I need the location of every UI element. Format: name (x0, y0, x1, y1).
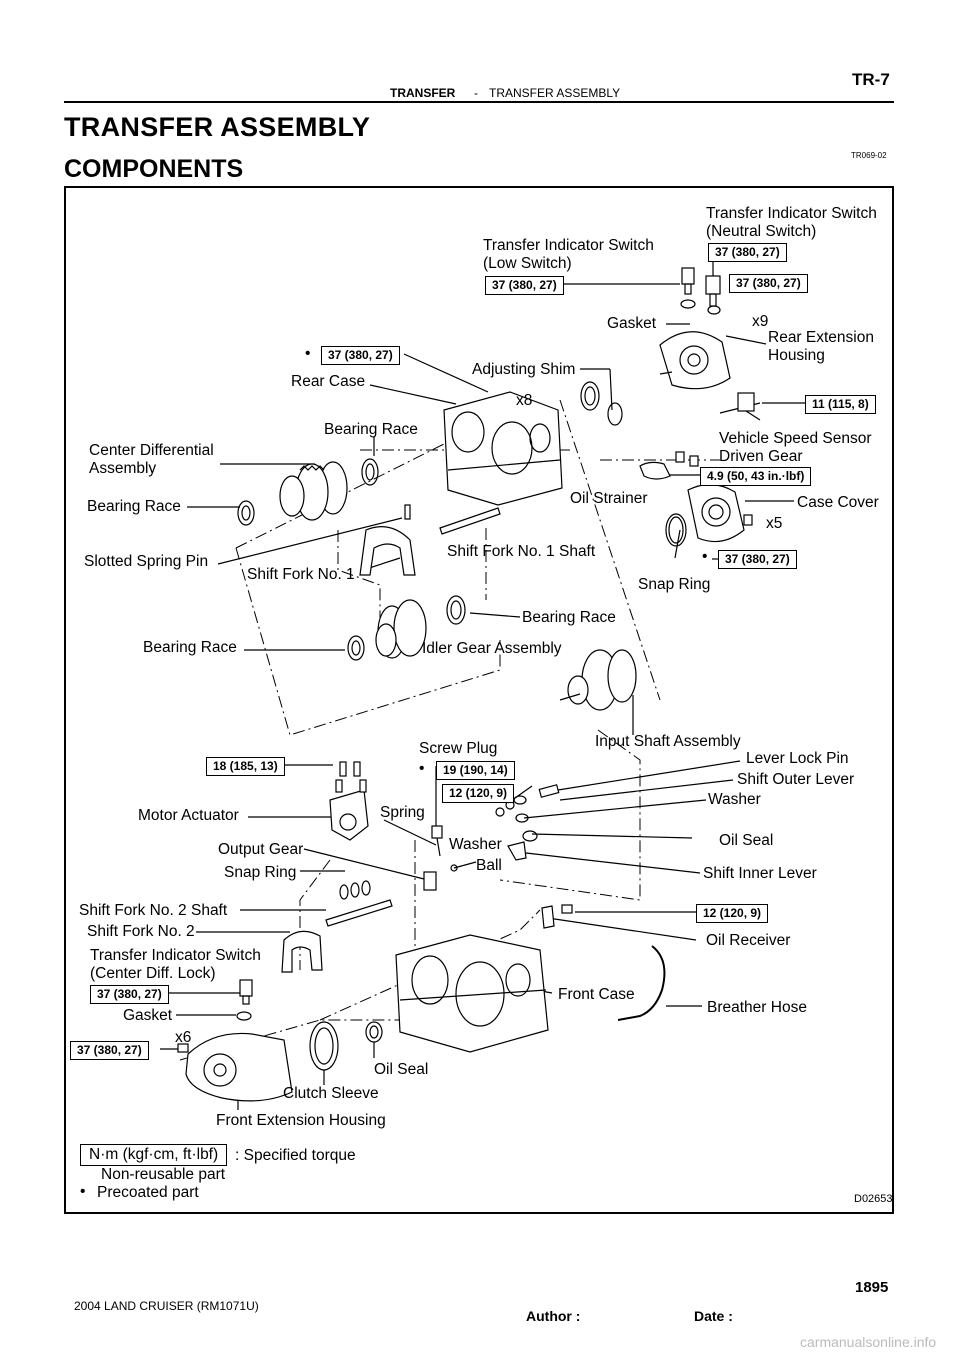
header-rule (64, 101, 894, 103)
label-ti-low-2: (Low Switch) (483, 255, 572, 272)
torque-front-ext: 37 (380, 27) (70, 1041, 149, 1060)
label-idler-gear: Idler Gear Assembly (422, 640, 562, 657)
label-x6: x6 (175, 1029, 192, 1046)
bullet-rear-case: • (305, 345, 311, 362)
label-rear-ext-2: Housing (768, 347, 825, 364)
label-ti-low-1: Transfer Indicator Switch (483, 237, 654, 254)
label-rear-ext-1: Rear Extension (768, 329, 874, 346)
label-vss-2: Driven Gear (719, 448, 803, 465)
label-spring: Spring (380, 804, 425, 821)
label-bearing-race-1: Bearing Race (324, 421, 418, 438)
label-clutch-sleeve: Clutch Sleeve (283, 1085, 379, 1102)
label-washer-1: Washer (708, 791, 761, 808)
label-ti-neutral-1: Transfer Indicator Switch (706, 205, 877, 222)
label-front-case: Front Case (558, 986, 635, 1003)
legend-non-reusable: Non-reusable part (101, 1166, 226, 1183)
label-adjusting-shim: Adjusting Shim (472, 361, 576, 378)
label-gasket-bottom: Gasket (123, 1007, 173, 1024)
label-motor-actuator: Motor Actuator (138, 807, 239, 824)
label-oil-seal-1: Oil Seal (719, 832, 774, 849)
label-x8: x8 (516, 392, 533, 409)
label-rear-case: Rear Case (291, 373, 366, 390)
torque-oil-strainer: 4.9 (50, 43 in.·lbf) (700, 467, 812, 486)
torque-low-switch: 37 (380, 27) (485, 276, 564, 295)
label-snap-ring-1: Snap Ring (638, 576, 711, 593)
label-input-shaft: Input Shaft Assembly (595, 733, 741, 750)
header-section: TRANSFER (390, 86, 456, 100)
label-screw-plug: Screw Plug (419, 740, 498, 757)
label-shift-inner-lever: Shift Inner Lever (703, 865, 817, 882)
label-bearing-race-3: Bearing Race (522, 609, 616, 626)
footer-date: Date : (694, 1308, 733, 1324)
figure-code: D02653 (854, 1193, 893, 1205)
legend-torque-text: : Specified torque (235, 1147, 356, 1164)
label-output-gear: Output Gear (218, 841, 304, 858)
legend-precoated: Precoated part (97, 1184, 199, 1201)
torque-neutral-lower: 37 (380, 27) (729, 274, 808, 293)
label-shift-fork-2: Shift Fork No. 2 (87, 923, 195, 940)
torque-motor-actuator: 18 (185, 13) (206, 757, 285, 776)
label-oil-strainer: Oil Strainer (570, 490, 648, 507)
torque-screw-plug: 19 (190, 14) (436, 761, 515, 780)
torque-neutral-upper: 37 (380, 27) (708, 243, 787, 262)
label-washer-2: Washer (449, 836, 502, 853)
label-ti-neutral-2: (Neutral Switch) (706, 223, 817, 240)
legend-precoated-bullet: • (80, 1183, 86, 1200)
label-oil-seal-2: Oil Seal (374, 1061, 429, 1078)
label-front-ext: Front Extension Housing (216, 1112, 386, 1129)
label-shift-fork-1-shaft: Shift Fork No. 1 Shaft (447, 543, 596, 560)
label-x9: x9 (752, 313, 769, 330)
label-lever-lock-pin: Lever Lock Pin (746, 750, 849, 767)
label-bearing-race-2: Bearing Race (87, 498, 181, 515)
label-ti-center-2: (Center Diff. Lock) (90, 965, 216, 982)
footer-watermark[interactable]: carmanualsonline.info (800, 1334, 937, 1350)
torque-lever-lock-pin: 12 (120, 9) (442, 784, 515, 803)
header-subsection: TRANSFER ASSEMBLY (489, 86, 621, 100)
footer-model: 2004 LAND CRUISER (RM1071U) (74, 1299, 259, 1313)
label-cda-2: Assembly (89, 460, 157, 477)
label-shift-outer-lever: Shift Outer Lever (737, 771, 855, 788)
header-separator: - (474, 86, 478, 100)
label-slotted-spring-pin: Slotted Spring Pin (84, 553, 209, 570)
torque-oil-receiver: 12 (120, 9) (696, 904, 769, 923)
doc-code: TR069-02 (851, 151, 887, 160)
page-code: TR-7 (852, 70, 890, 89)
label-gasket-top: Gasket (607, 315, 657, 332)
torque-rear-case: 37 (380, 27) (321, 346, 400, 365)
label-case-cover: Case Cover (797, 494, 879, 511)
footer-page-number: 1895 (855, 1279, 889, 1296)
page-title: TRANSFER ASSEMBLY (64, 112, 371, 142)
label-cda-1: Center Differential (89, 442, 214, 459)
label-oil-receiver: Oil Receiver (706, 932, 791, 949)
legend-torque-box: N·m (kgf·cm, ft·lbf) (80, 1144, 228, 1166)
label-shift-fork-1: Shift Fork No. 1 (247, 566, 355, 583)
label-vss-1: Vehicle Speed Sensor (719, 430, 872, 447)
label-breather-hose: Breather Hose (707, 999, 807, 1016)
label-shift-fork-2-shaft: Shift Fork No. 2 Shaft (79, 902, 228, 919)
page-subtitle: COMPONENTS (64, 155, 244, 183)
torque-center-switch: 37 (380, 27) (90, 985, 169, 1004)
figure-frame (64, 186, 894, 1214)
bullet-screw-plug: • (419, 760, 425, 777)
label-ball: Ball (476, 857, 502, 874)
bullet-case-cover: • (702, 548, 708, 565)
footer-author: Author : (526, 1308, 581, 1324)
label-x5: x5 (766, 515, 783, 532)
label-ti-center-1: Transfer Indicator Switch (90, 947, 261, 964)
label-snap-ring-2: Snap Ring (224, 864, 297, 881)
torque-case-cover: 37 (380, 27) (718, 550, 797, 569)
label-bearing-race-4: Bearing Race (143, 639, 237, 656)
torque-vss: 11 (115, 8) (805, 395, 876, 414)
